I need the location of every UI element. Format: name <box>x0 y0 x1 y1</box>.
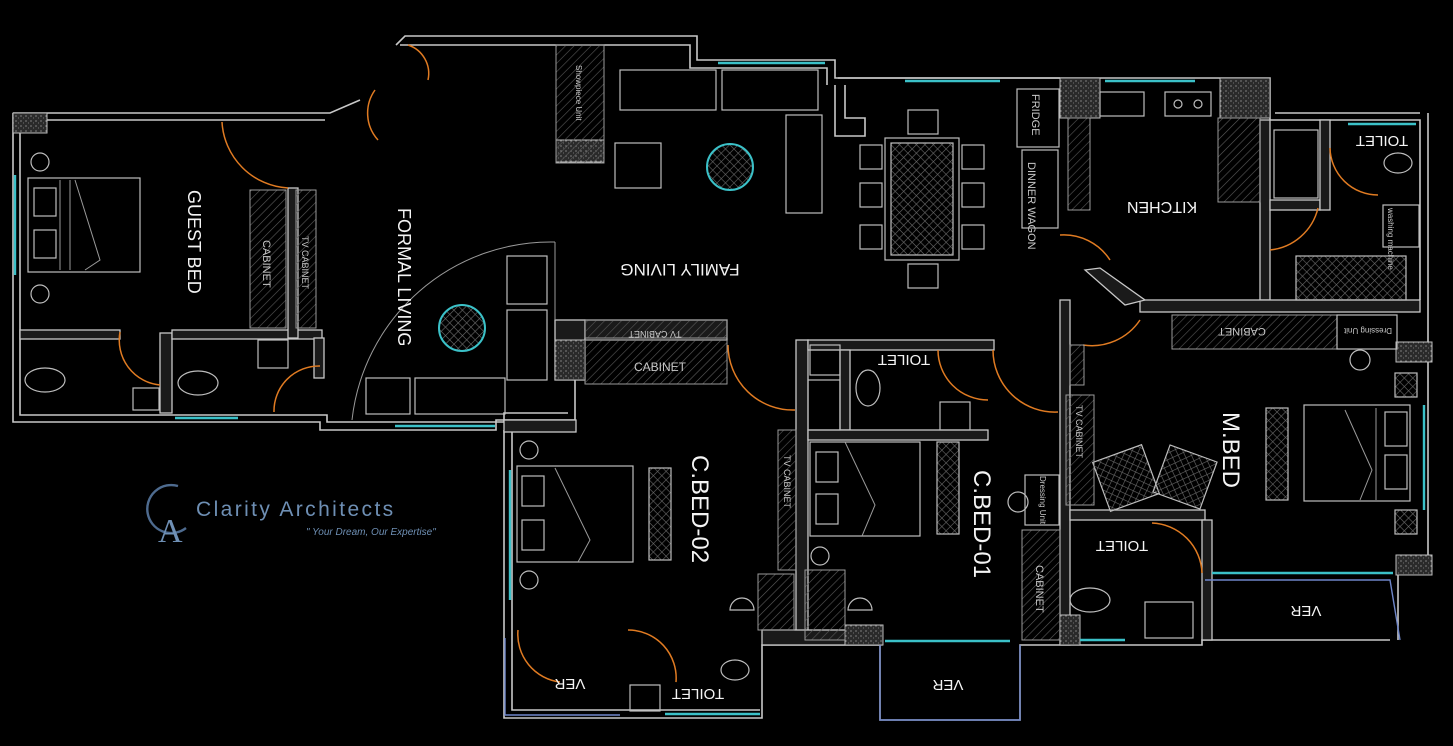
cabinet-kitchen-label: CABINET <box>1218 325 1266 337</box>
ver-mbed-label: VER <box>1290 602 1321 619</box>
m-bed-label: M.BED <box>1217 412 1244 488</box>
formal-living-label: FORMAL LIVING <box>394 208 414 346</box>
brand-logo-icon: A <box>146 483 187 548</box>
kitchen-toilet-fixtures <box>1383 152 1413 174</box>
fixture-labels: CABINET TV CABINET Showpiece Unit FRIDGE… <box>260 65 1395 613</box>
c-bed-01-label: C.BED-01 <box>968 470 995 578</box>
family-living-furniture <box>555 44 823 385</box>
fridge-label: FRIDGE <box>1029 94 1041 136</box>
kitchen-fixtures <box>1067 91 1420 350</box>
tv-cabinet-guest-label: TV CABINET <box>300 236 310 290</box>
cabinet-cbed01-label: CABINET <box>1033 565 1045 613</box>
cabinet-guest-label: CABINET <box>260 240 272 288</box>
formal-living-furniture <box>351 241 556 421</box>
master-bed-furniture <box>1065 344 1418 639</box>
dining-furniture <box>859 88 1060 289</box>
toilet-kitchen-label: TOILET <box>1356 132 1408 149</box>
tv-cabinet-living-label: TV CABINET <box>628 329 682 339</box>
c-bed-02-furniture <box>516 440 873 712</box>
brand-logo-letter: A <box>158 513 183 548</box>
guest-bed-furniture <box>24 152 317 411</box>
family-living-label: FAMILY LIVING <box>620 260 739 279</box>
brand-tagline: " Your Dream, Our Expertise" <box>306 527 436 538</box>
kitchen-label: KITCHEN <box>1127 198 1197 215</box>
c-bed-02-label: C.BED-02 <box>686 455 713 563</box>
windows <box>13 61 1426 721</box>
brand-block: A Clarity Architects " Your Dream, Our E… <box>140 478 480 548</box>
toilet-mbed-label: TOILET <box>1096 537 1148 554</box>
dressing-unit-mbed-label: Dressing Unit <box>1343 326 1392 335</box>
guest-bed-label: GUEST BED <box>184 190 204 294</box>
ver-cbed01-label: VER <box>932 676 963 693</box>
ver-cbed02-label: VER <box>554 675 585 692</box>
room-labels: GUEST BED FORMAL LIVING FAMILY LIVING KI… <box>184 132 1408 702</box>
toilet-cbed02-label: TOILET <box>672 685 724 702</box>
toilet-cbed01-label: TOILET <box>878 351 930 368</box>
dressing-unit-cbed01-label: Dressing Unit <box>1038 476 1047 525</box>
washing-machine-label: washing machine <box>1386 207 1395 270</box>
c-bed-01-furniture <box>757 344 1061 641</box>
doors <box>118 44 1379 683</box>
showpiece-unit-label: Showpiece Unit <box>574 65 583 121</box>
brand-name: Clarity Architects <box>196 498 396 521</box>
tv-cabinet-cbed01-label: TV CABINET <box>782 455 792 509</box>
dinner-wagon-label: DINNER WAGON <box>1025 162 1037 250</box>
cabinet-living-label: CABINET <box>634 360 687 374</box>
tv-cabinet-mbed-label: TV CABINET <box>1074 405 1084 459</box>
